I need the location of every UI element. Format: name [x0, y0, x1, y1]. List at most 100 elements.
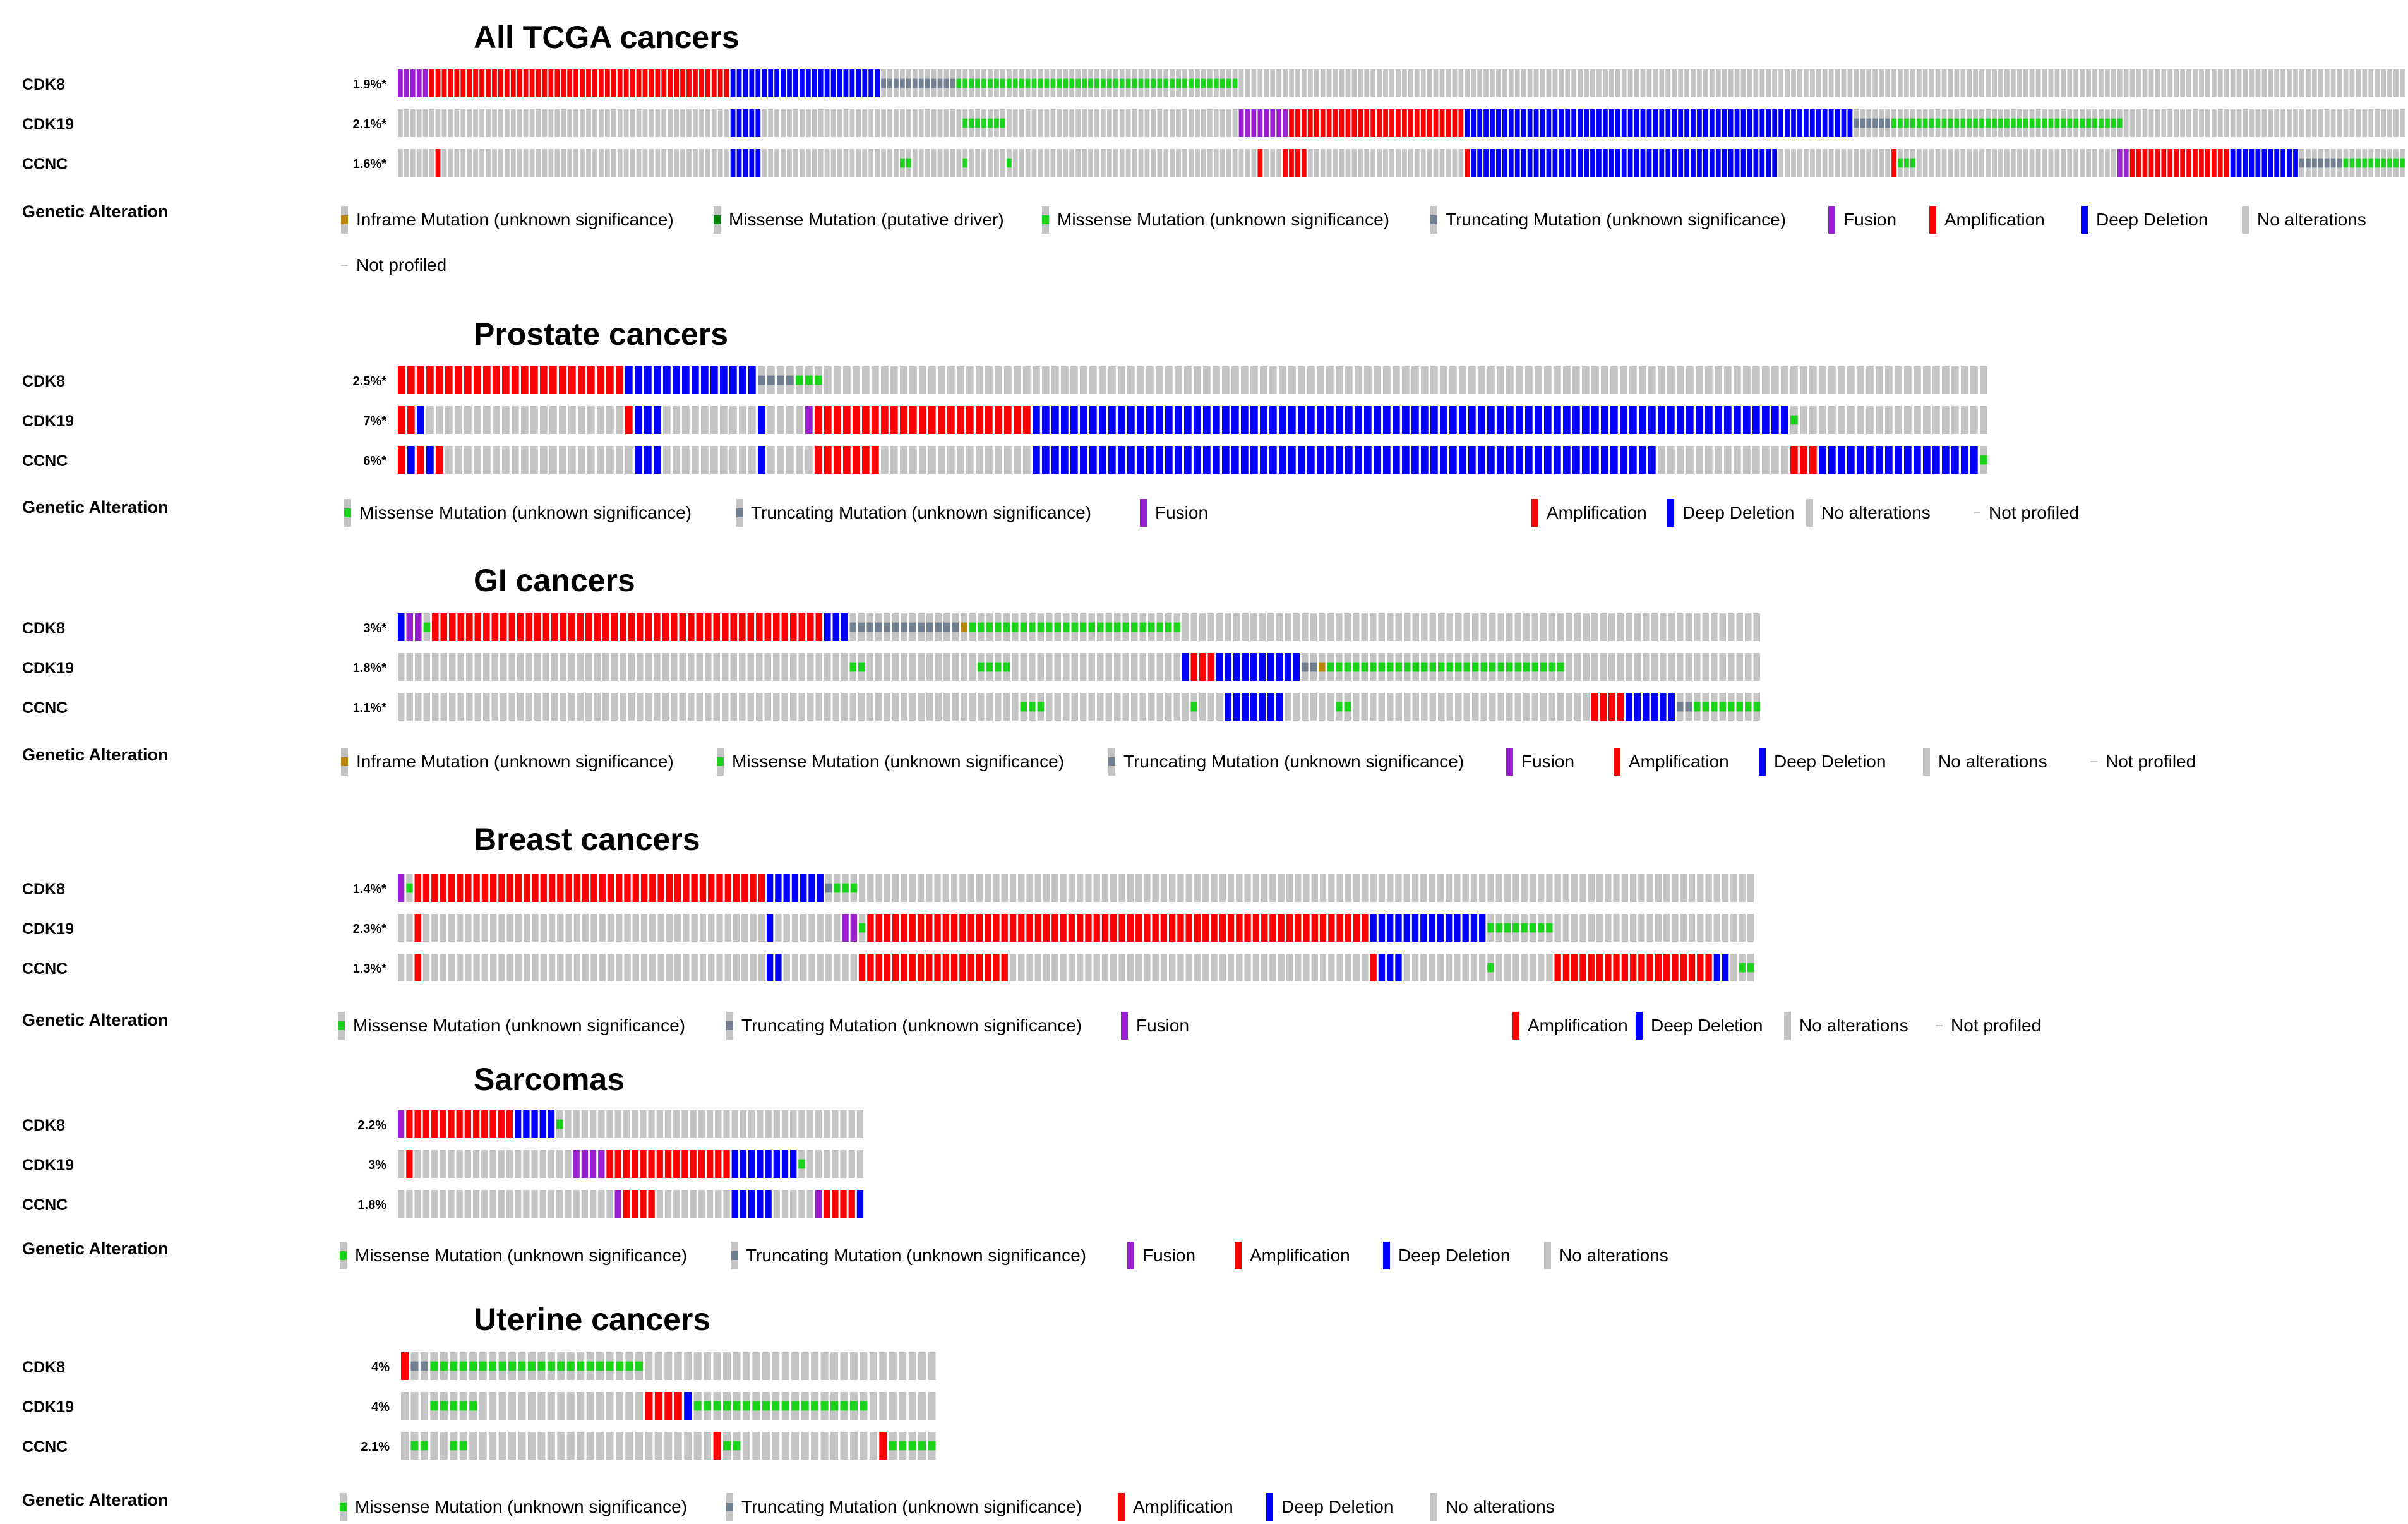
sample-cell: [1579, 874, 1586, 902]
sample-cell: [602, 653, 609, 681]
sample-cell: [1634, 149, 1639, 177]
legend-label: Not profiled: [2106, 752, 2196, 771]
mutation-mark: [1088, 78, 1093, 88]
sample-cell: [565, 1110, 572, 1138]
sample-cell: [1804, 109, 1809, 137]
sample-cell: [407, 366, 415, 394]
sample-cell: [817, 874, 824, 902]
sample-cell: [950, 149, 955, 177]
mutation-mark: [420, 1361, 428, 1371]
sample-cell: [680, 69, 685, 97]
sample-cell: [917, 954, 925, 981]
sample-cell: [1152, 874, 1159, 902]
sample-cell: [1004, 366, 1012, 394]
mutation-mark: [606, 1361, 614, 1371]
sample-cell: [426, 446, 434, 474]
sample-cell: [493, 366, 500, 394]
sample-cell: [1201, 149, 1206, 177]
sample-cell: [668, 69, 673, 97]
sample-cell: [2117, 69, 2123, 97]
sample-cell: [1668, 653, 1675, 681]
sample-cell: [537, 1432, 546, 1460]
sample-cell: [824, 653, 831, 681]
mutation-mark: [479, 1361, 487, 1371]
sample-cell: [887, 109, 892, 137]
sample-cell: [1828, 109, 1834, 137]
sample-cell: [1605, 914, 1612, 942]
mutation-mark: [450, 1401, 458, 1411]
sample-cell: [1608, 653, 1615, 681]
sample-cell: [1866, 149, 1872, 177]
sample-cell: [1430, 366, 1438, 394]
sample-cell: [599, 149, 604, 177]
legend-swatch-amplification: [1512, 1012, 1519, 1040]
legend-label: Fusion: [1843, 210, 1897, 229]
legend-label: Amplification: [1250, 1245, 1350, 1265]
mutation-mark: [762, 1401, 770, 1411]
mutation-mark: [962, 118, 968, 128]
sample-cell: [628, 653, 635, 681]
legend-swatch-truncating-mutation-unknown-significance: [1430, 206, 1437, 234]
sample-cell: [1061, 366, 1069, 394]
sample-cell: [1216, 693, 1223, 721]
sample-cell: [2111, 149, 2116, 177]
sample-cell: [1219, 874, 1226, 902]
sample-cell: [935, 653, 942, 681]
sample-cell: [469, 1432, 477, 1460]
sample-cell: [806, 1110, 813, 1138]
sample-cell: [410, 1392, 419, 1420]
sample-cell: [1771, 446, 1779, 474]
mutation-mark: [1006, 158, 1012, 168]
sample-cell: [834, 366, 841, 394]
sample-cell: [1646, 149, 1652, 177]
sample-cell: [1496, 149, 1501, 177]
sample-cell: [668, 109, 673, 137]
sample-cell: [928, 446, 936, 474]
sample-cell: [606, 446, 614, 474]
sample-cell: [1629, 874, 1637, 902]
sample-cell: [800, 149, 805, 177]
sample-cell: [1093, 874, 1100, 902]
sample-cell: [674, 109, 679, 137]
sample-cell: [674, 149, 679, 177]
sample-cell: [536, 109, 541, 137]
mutation-mark: [1967, 118, 1972, 128]
sample-cell: [811, 1432, 819, 1460]
mutation-mark: [1745, 702, 1752, 712]
mutation-mark: [986, 622, 993, 632]
sample-cell: [524, 874, 530, 902]
sample-cell: [2042, 69, 2047, 97]
sample-cell: [586, 109, 591, 137]
sample-cell: [465, 914, 472, 942]
sample-cell: [1591, 366, 1599, 394]
mutation-mark: [995, 662, 1002, 672]
sample-cell: [548, 1150, 555, 1178]
sample-cell: [823, 1190, 830, 1218]
sample-cell: [1678, 69, 1683, 97]
sample-cell: [1319, 874, 1327, 902]
sample-cell: [1929, 149, 1934, 177]
mutation-mark: [1094, 78, 1099, 88]
sample-cell: [705, 109, 710, 137]
sample-cell: [1175, 366, 1182, 394]
legend-swatch-missense-mutation-unknown-significance: [1042, 206, 1049, 234]
sample-cell: [1051, 874, 1058, 902]
mutation-mark: [1344, 702, 1351, 712]
sample-cell: [1336, 914, 1343, 942]
sample-cell: [1033, 406, 1040, 434]
sample-cell: [1571, 149, 1577, 177]
sample-cell: [410, 69, 416, 97]
mutation-mark: [1176, 78, 1181, 88]
sample-cell: [1506, 406, 1514, 434]
sample-cell: [830, 69, 836, 97]
sample-cell: [1554, 954, 1561, 981]
sample-cell: [1257, 69, 1263, 97]
sample-cell: [504, 109, 510, 137]
sample-cell: [1219, 914, 1226, 942]
sample-cell: [611, 109, 616, 137]
sample-cell: [1157, 109, 1163, 137]
sample-cell: [435, 109, 441, 137]
sample-cell: [1521, 954, 1528, 981]
sample-cell: [699, 914, 707, 942]
sample-cell: [648, 1150, 655, 1178]
